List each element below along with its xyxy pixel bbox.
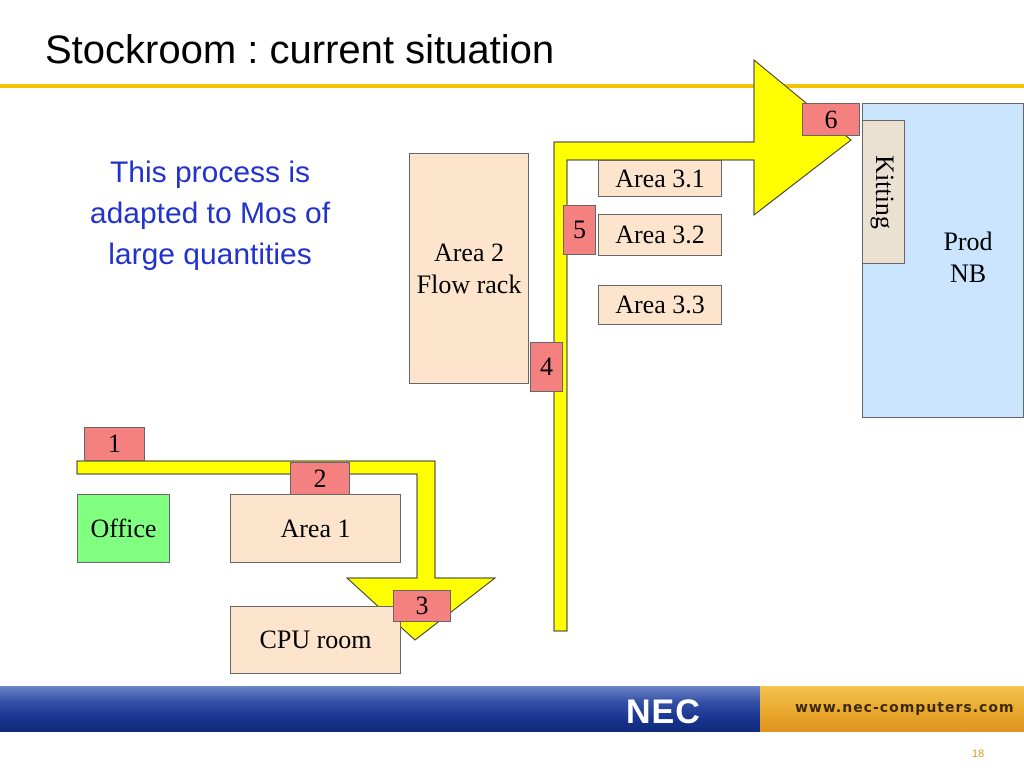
title-underline — [0, 84, 1024, 88]
area-3-3-label: Area 3.3 — [615, 290, 705, 319]
step-marker-3: 3 — [393, 590, 451, 622]
footer-url-panel — [760, 686, 1024, 732]
nec-logo: NEC — [626, 693, 701, 731]
step-marker-4: 4 — [530, 342, 563, 392]
office-area: Office — [77, 494, 170, 563]
flow-arrow-upper — [553, 58, 852, 632]
page-title: Stockroom : current situation — [45, 28, 555, 72]
step-marker-6: 6 — [802, 103, 860, 136]
office-label: Office — [90, 513, 157, 543]
area-2-label: Area 2 Flow rack — [416, 237, 522, 299]
cpu-room: CPU room — [230, 606, 401, 674]
page-number: 18 — [972, 748, 985, 760]
step-marker-2: 2 — [290, 462, 350, 495]
step-marker-5: 5 — [563, 205, 596, 255]
footer-url: www.nec-computers.com — [795, 700, 1015, 716]
kitting-area: Kitting — [862, 120, 905, 264]
area-3-3: Area 3.3 — [598, 285, 722, 325]
area-1: Area 1 — [230, 494, 401, 563]
area-1-label: Area 1 — [280, 513, 351, 543]
prod-nb-label: Prod NB — [943, 227, 993, 288]
area-3-1-label: Area 3.1 — [615, 163, 705, 193]
area-3-2: Area 3.2 — [598, 214, 722, 256]
kitting-label: Kitting — [869, 155, 899, 229]
cpu-room-label: CPU room — [259, 625, 372, 654]
process-note: This process is adapted to Mos of large … — [89, 156, 331, 271]
area-3-1: Area 3.1 — [598, 160, 722, 197]
area-2-flow-rack: Area 2 Flow rack — [409, 153, 529, 384]
area-3-2-label: Area 3.2 — [615, 220, 705, 249]
step-marker-1: 1 — [84, 427, 145, 461]
